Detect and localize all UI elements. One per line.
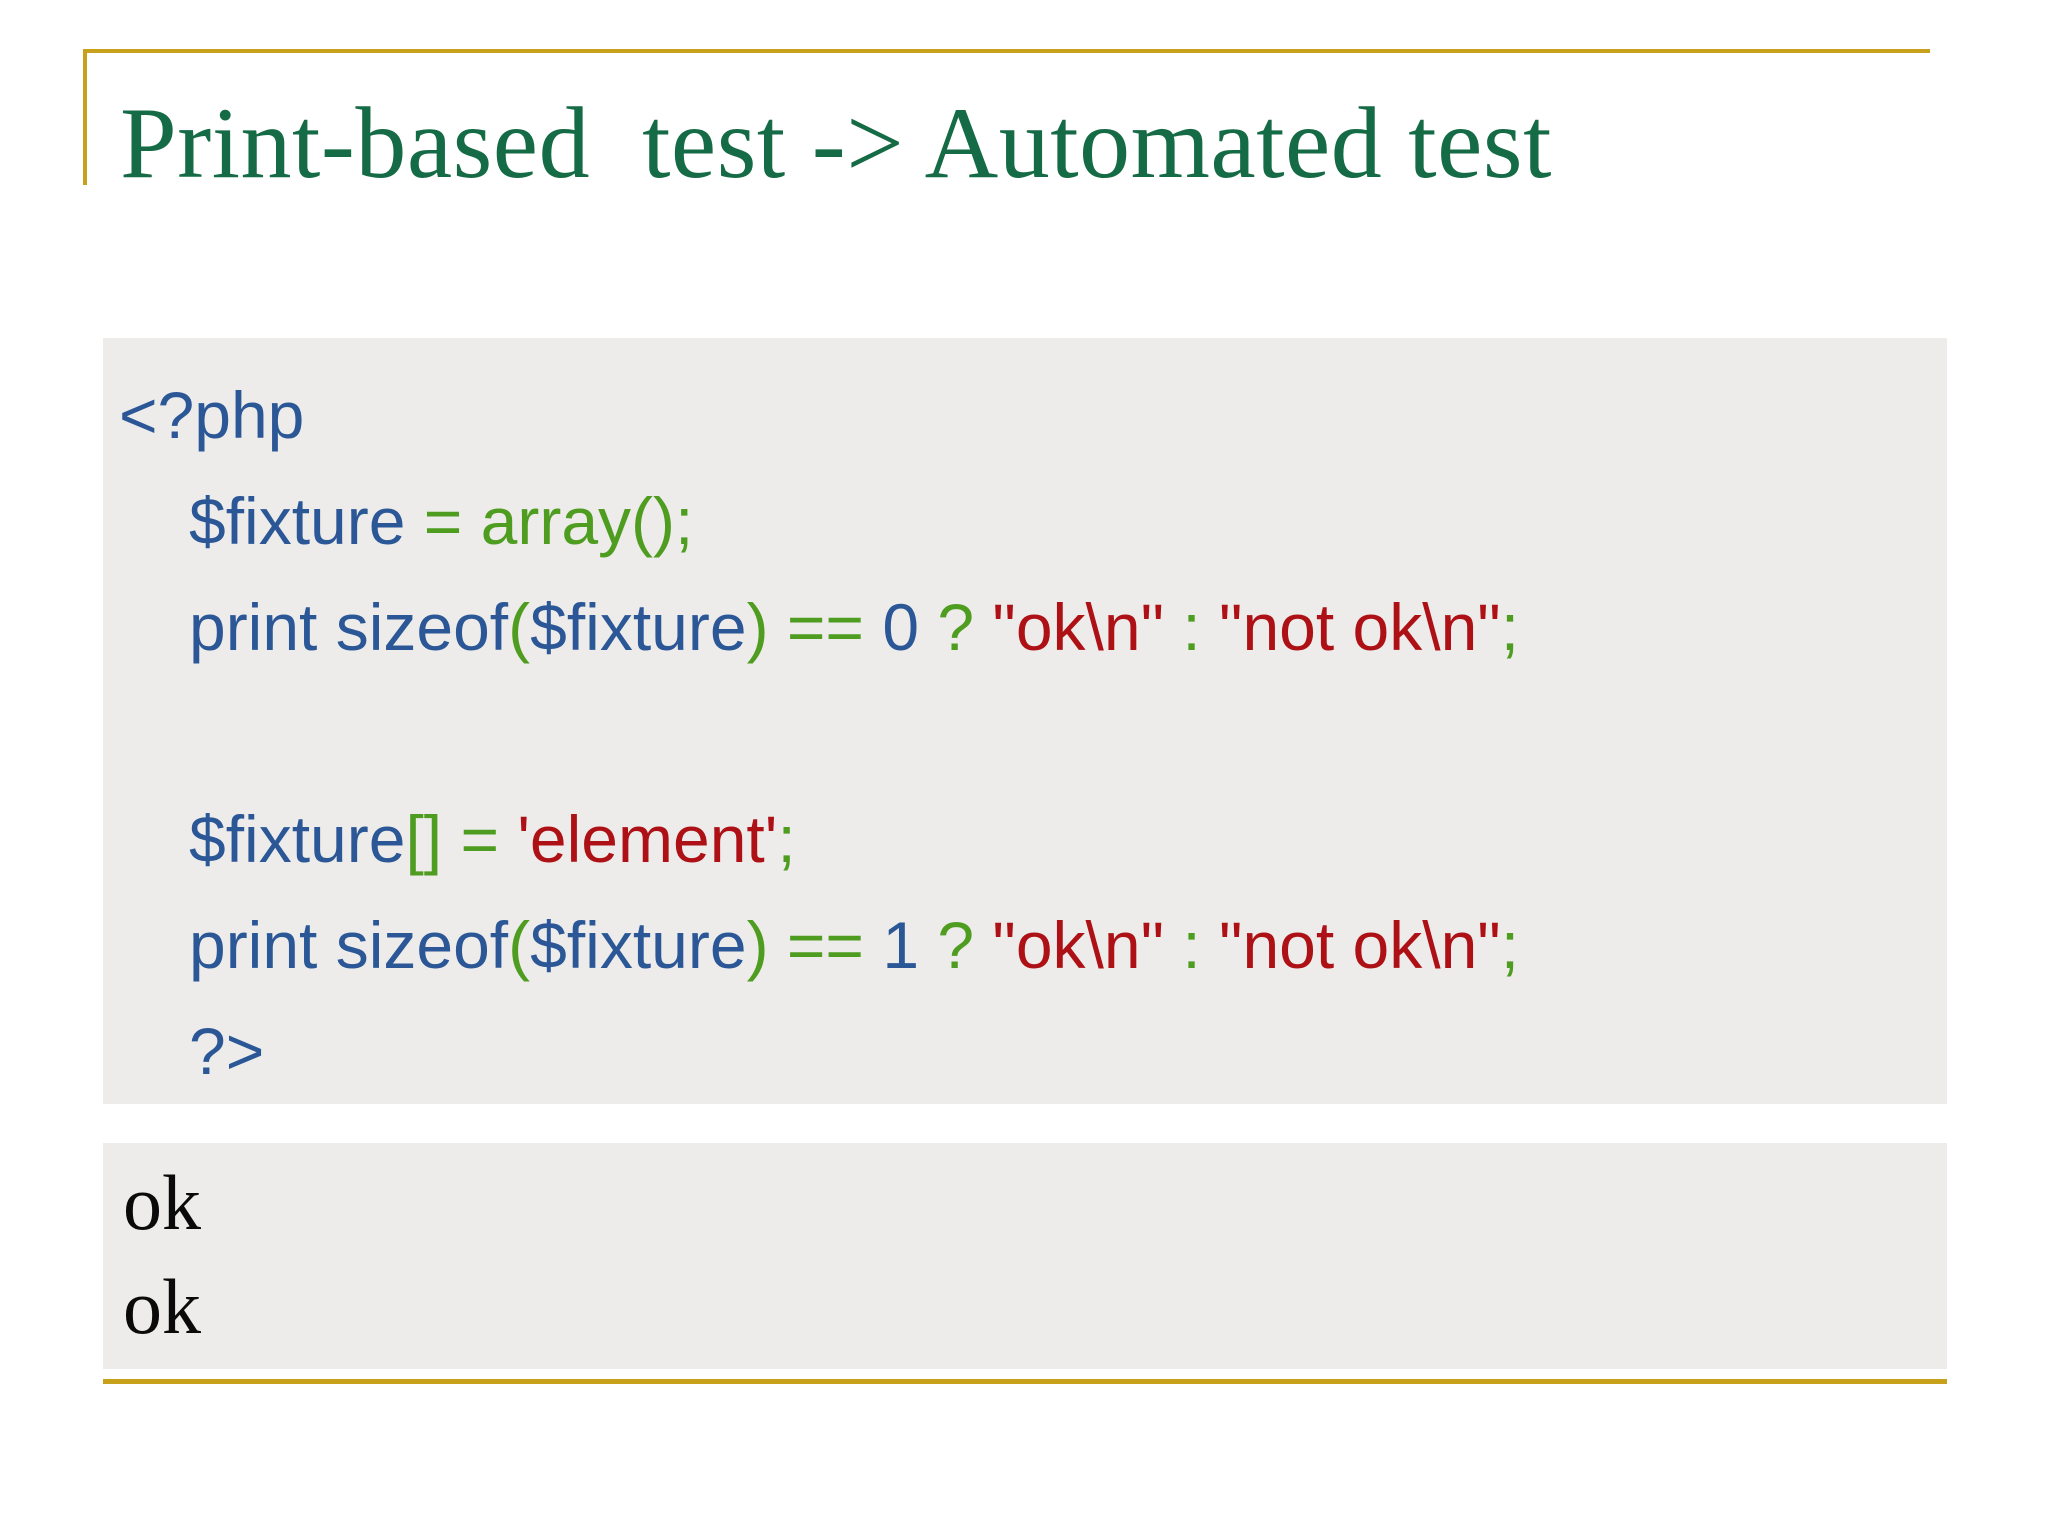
- output-line: ok: [123, 1263, 201, 1350]
- left-gold-line: [83, 49, 87, 185]
- code-line: $fixture = array();: [119, 468, 1947, 574]
- bottom-gold-line: [103, 1379, 1947, 1384]
- code-token: :: [1164, 590, 1220, 664]
- code-token: ) ==: [746, 590, 883, 664]
- top-gold-line: [85, 49, 1930, 53]
- code-token: (: [508, 590, 531, 664]
- php-code-block: <?php$fixture = array();print sizeof($fi…: [103, 338, 1947, 1104]
- code-token: ?>: [189, 1014, 265, 1088]
- code-token: "ok\n": [992, 908, 1165, 982]
- code-token: "not ok\n": [1219, 590, 1501, 664]
- code-token: $fixture: [189, 802, 406, 876]
- output-line: ok: [123, 1159, 201, 1246]
- code-token: = array();: [423, 484, 694, 558]
- code-line: print sizeof($fixture) == 1 ? "ok\n" : "…: [119, 892, 1947, 998]
- code-line: [119, 680, 1947, 786]
- code-token: (: [508, 908, 531, 982]
- code-token: ?: [919, 590, 993, 664]
- code-token: $fixture: [189, 484, 424, 558]
- code-token: [] =: [405, 802, 518, 876]
- code-token: ;: [1500, 590, 1520, 664]
- code-token: $fixture: [530, 590, 747, 664]
- code-token: ?: [919, 908, 993, 982]
- code-token: 1: [882, 908, 920, 982]
- slide-title: Print-based test -> Automated test: [120, 87, 1552, 200]
- code-token: 0: [882, 590, 920, 664]
- code-token: print sizeof: [189, 908, 509, 982]
- program-output-block: ok ok: [103, 1143, 1947, 1369]
- code-token: 'element': [517, 802, 778, 876]
- code-line: $fixture[] = 'element';: [119, 786, 1947, 892]
- code-token: ) ==: [746, 908, 883, 982]
- code-token: <?php: [119, 378, 305, 452]
- code-token: ;: [777, 802, 796, 876]
- code-line: <?php: [119, 362, 1947, 468]
- code-token: "not ok\n": [1219, 908, 1501, 982]
- code-token: $fixture: [530, 908, 747, 982]
- code-token: "ok\n": [992, 590, 1165, 664]
- code-token: ;: [1500, 908, 1520, 982]
- code-line: ?>: [119, 998, 1947, 1104]
- code-line: print sizeof($fixture) == 0 ? "ok\n" : "…: [119, 574, 1947, 680]
- code-token: :: [1164, 908, 1220, 982]
- code-token: print sizeof: [189, 590, 509, 664]
